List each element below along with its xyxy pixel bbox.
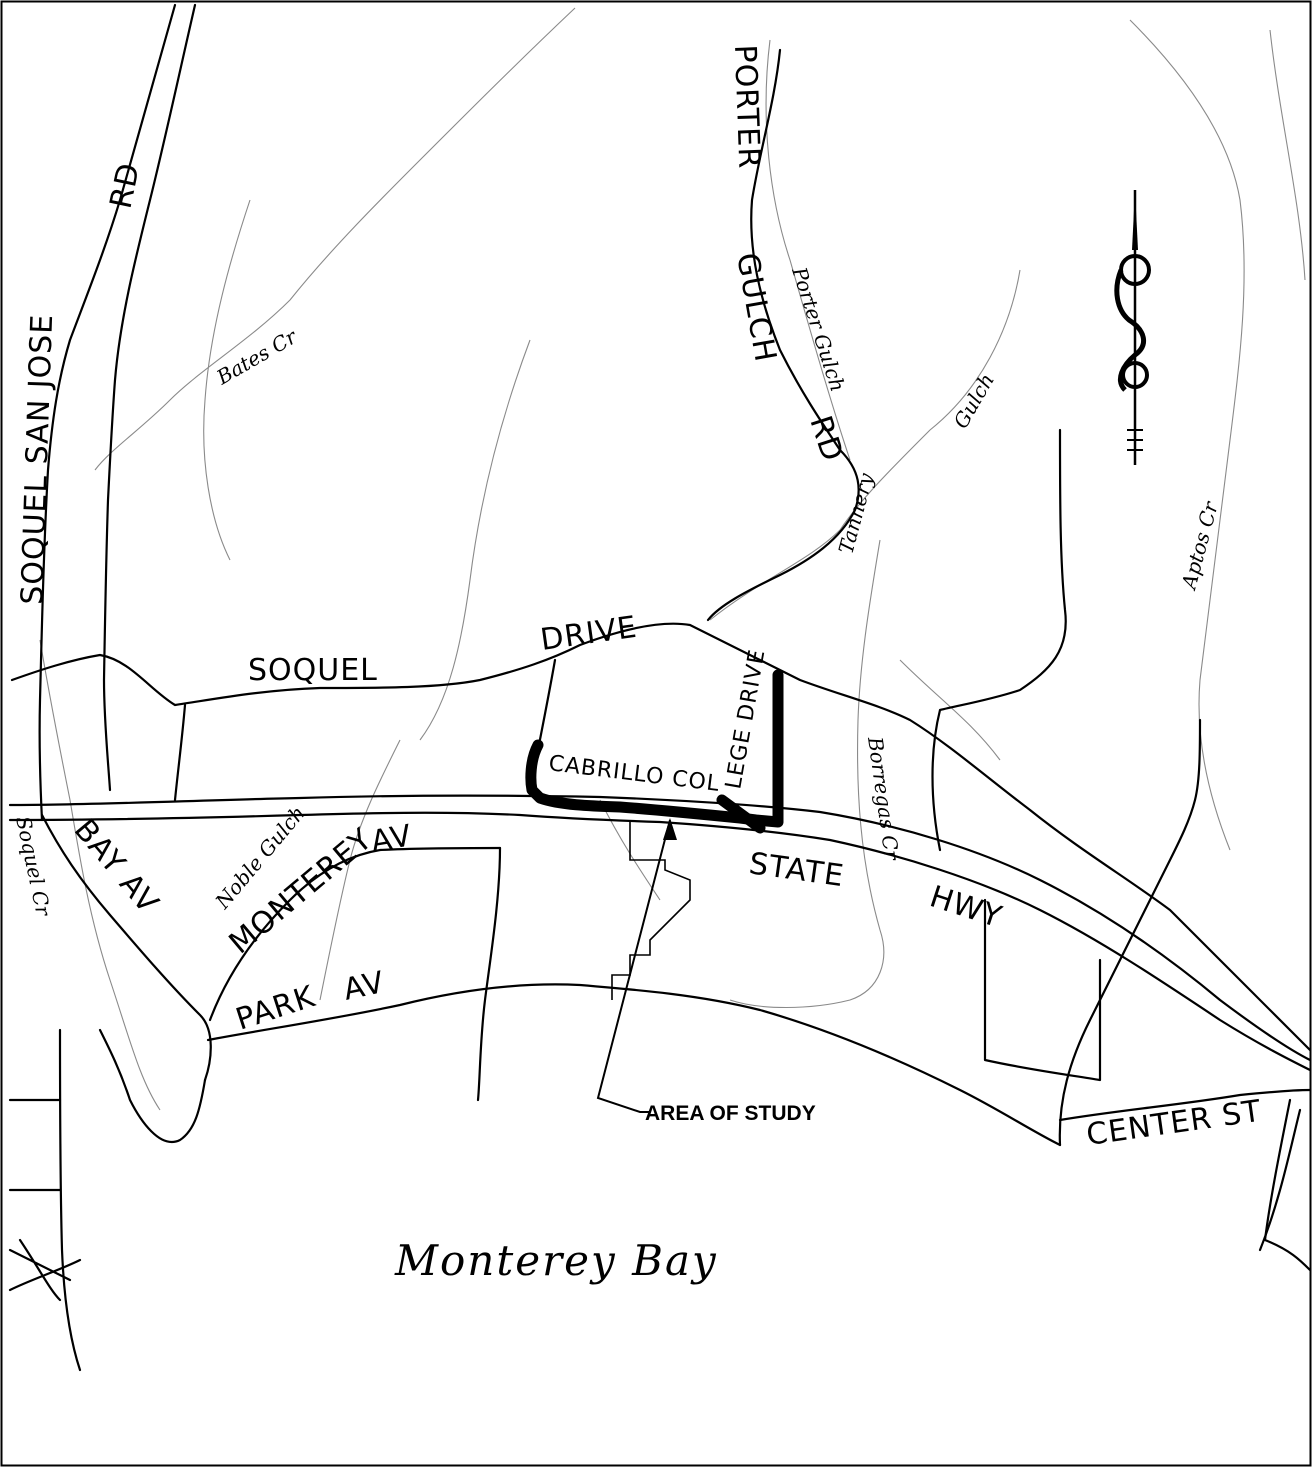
bates-creek <box>94 7 576 471</box>
park-av <box>206 983 1062 1147</box>
label-monterey-bay: Monterey Bay <box>394 1236 718 1285</box>
label-soquel-san-jose: SOQUEL SAN JOSE <box>15 313 60 605</box>
center-st <box>1058 1088 1312 1122</box>
road-labels: SOQUEL SAN JOSE RD PORTER GULCH RD SOQUE… <box>15 44 1264 1153</box>
roads <box>8 3 1312 1372</box>
state-hwy-south <box>8 811 1312 1072</box>
label-drive: DRIVE <box>538 610 639 658</box>
label-porter: PORTER <box>727 44 766 170</box>
label-porter-rd: RD <box>802 412 849 467</box>
east-block <box>983 898 1102 1082</box>
label-bates-cr: Bates Cr <box>212 324 302 390</box>
borregas-creek <box>729 539 885 1009</box>
tannery-gulch-creek <box>709 269 1021 621</box>
right-coast <box>1263 1098 1312 1272</box>
label-lege-drive: LEGE DRIVE <box>721 647 770 791</box>
connector-b <box>476 846 502 1102</box>
porter-gulch-creek <box>765 39 851 461</box>
label-gulch: GULCH <box>729 250 783 365</box>
label-monterey-av: AV <box>368 818 415 860</box>
study-parcel-outline <box>611 820 691 1000</box>
label-cabrillo-col: CABRILLO COL <box>547 751 721 797</box>
label-tannery-gulch: Gulch <box>949 369 999 432</box>
porter-gulch-road <box>706 48 860 622</box>
label-borregas-cr: Borregas Cr <box>863 734 904 862</box>
label-soquel: SOQUEL <box>248 653 378 688</box>
left-creek <box>203 199 251 561</box>
connector-c <box>173 703 187 802</box>
aptos-creek <box>1129 19 1245 851</box>
label-hwy: HWY <box>926 879 1007 935</box>
west-grid <box>8 1238 82 1302</box>
label-soquel-san-jose-rd: RD <box>104 159 148 211</box>
middle-creek <box>419 339 531 741</box>
area-of-study-tab <box>716 794 766 834</box>
soquel-san-jose-branch <box>102 3 197 792</box>
soquel-drive <box>10 622 1312 1052</box>
noble-gulch-creek <box>319 739 401 1001</box>
aptos-creek-east <box>1269 29 1306 281</box>
north-arrow-icon <box>1114 190 1151 465</box>
coastline <box>98 1028 207 1144</box>
monterey-av <box>208 846 502 1022</box>
west-block-2 <box>58 1028 82 1372</box>
bay-av <box>40 813 212 1082</box>
soquel-san-jose-road <box>38 3 177 822</box>
callout-arrow <box>596 818 677 1113</box>
label-porter-gulch: Porter Gulch <box>787 263 850 394</box>
center-right-creek <box>899 659 1001 761</box>
label-state: STATE <box>747 846 846 894</box>
label-center-st: CENTER ST <box>1084 1094 1264 1153</box>
label-park-av: AV <box>340 965 388 1008</box>
creeks <box>39 7 1306 1111</box>
area-of-study-highlight <box>525 669 784 828</box>
aptos-road <box>931 428 1067 852</box>
label-aptos-cr: Aptos Cr <box>1176 498 1223 593</box>
right-coast-2 <box>1258 1108 1302 1252</box>
label-area-of-study: AREA OF STUDY <box>645 1102 816 1125</box>
connector-d <box>1058 718 1202 1147</box>
label-tannery: Tannery <box>834 470 879 556</box>
